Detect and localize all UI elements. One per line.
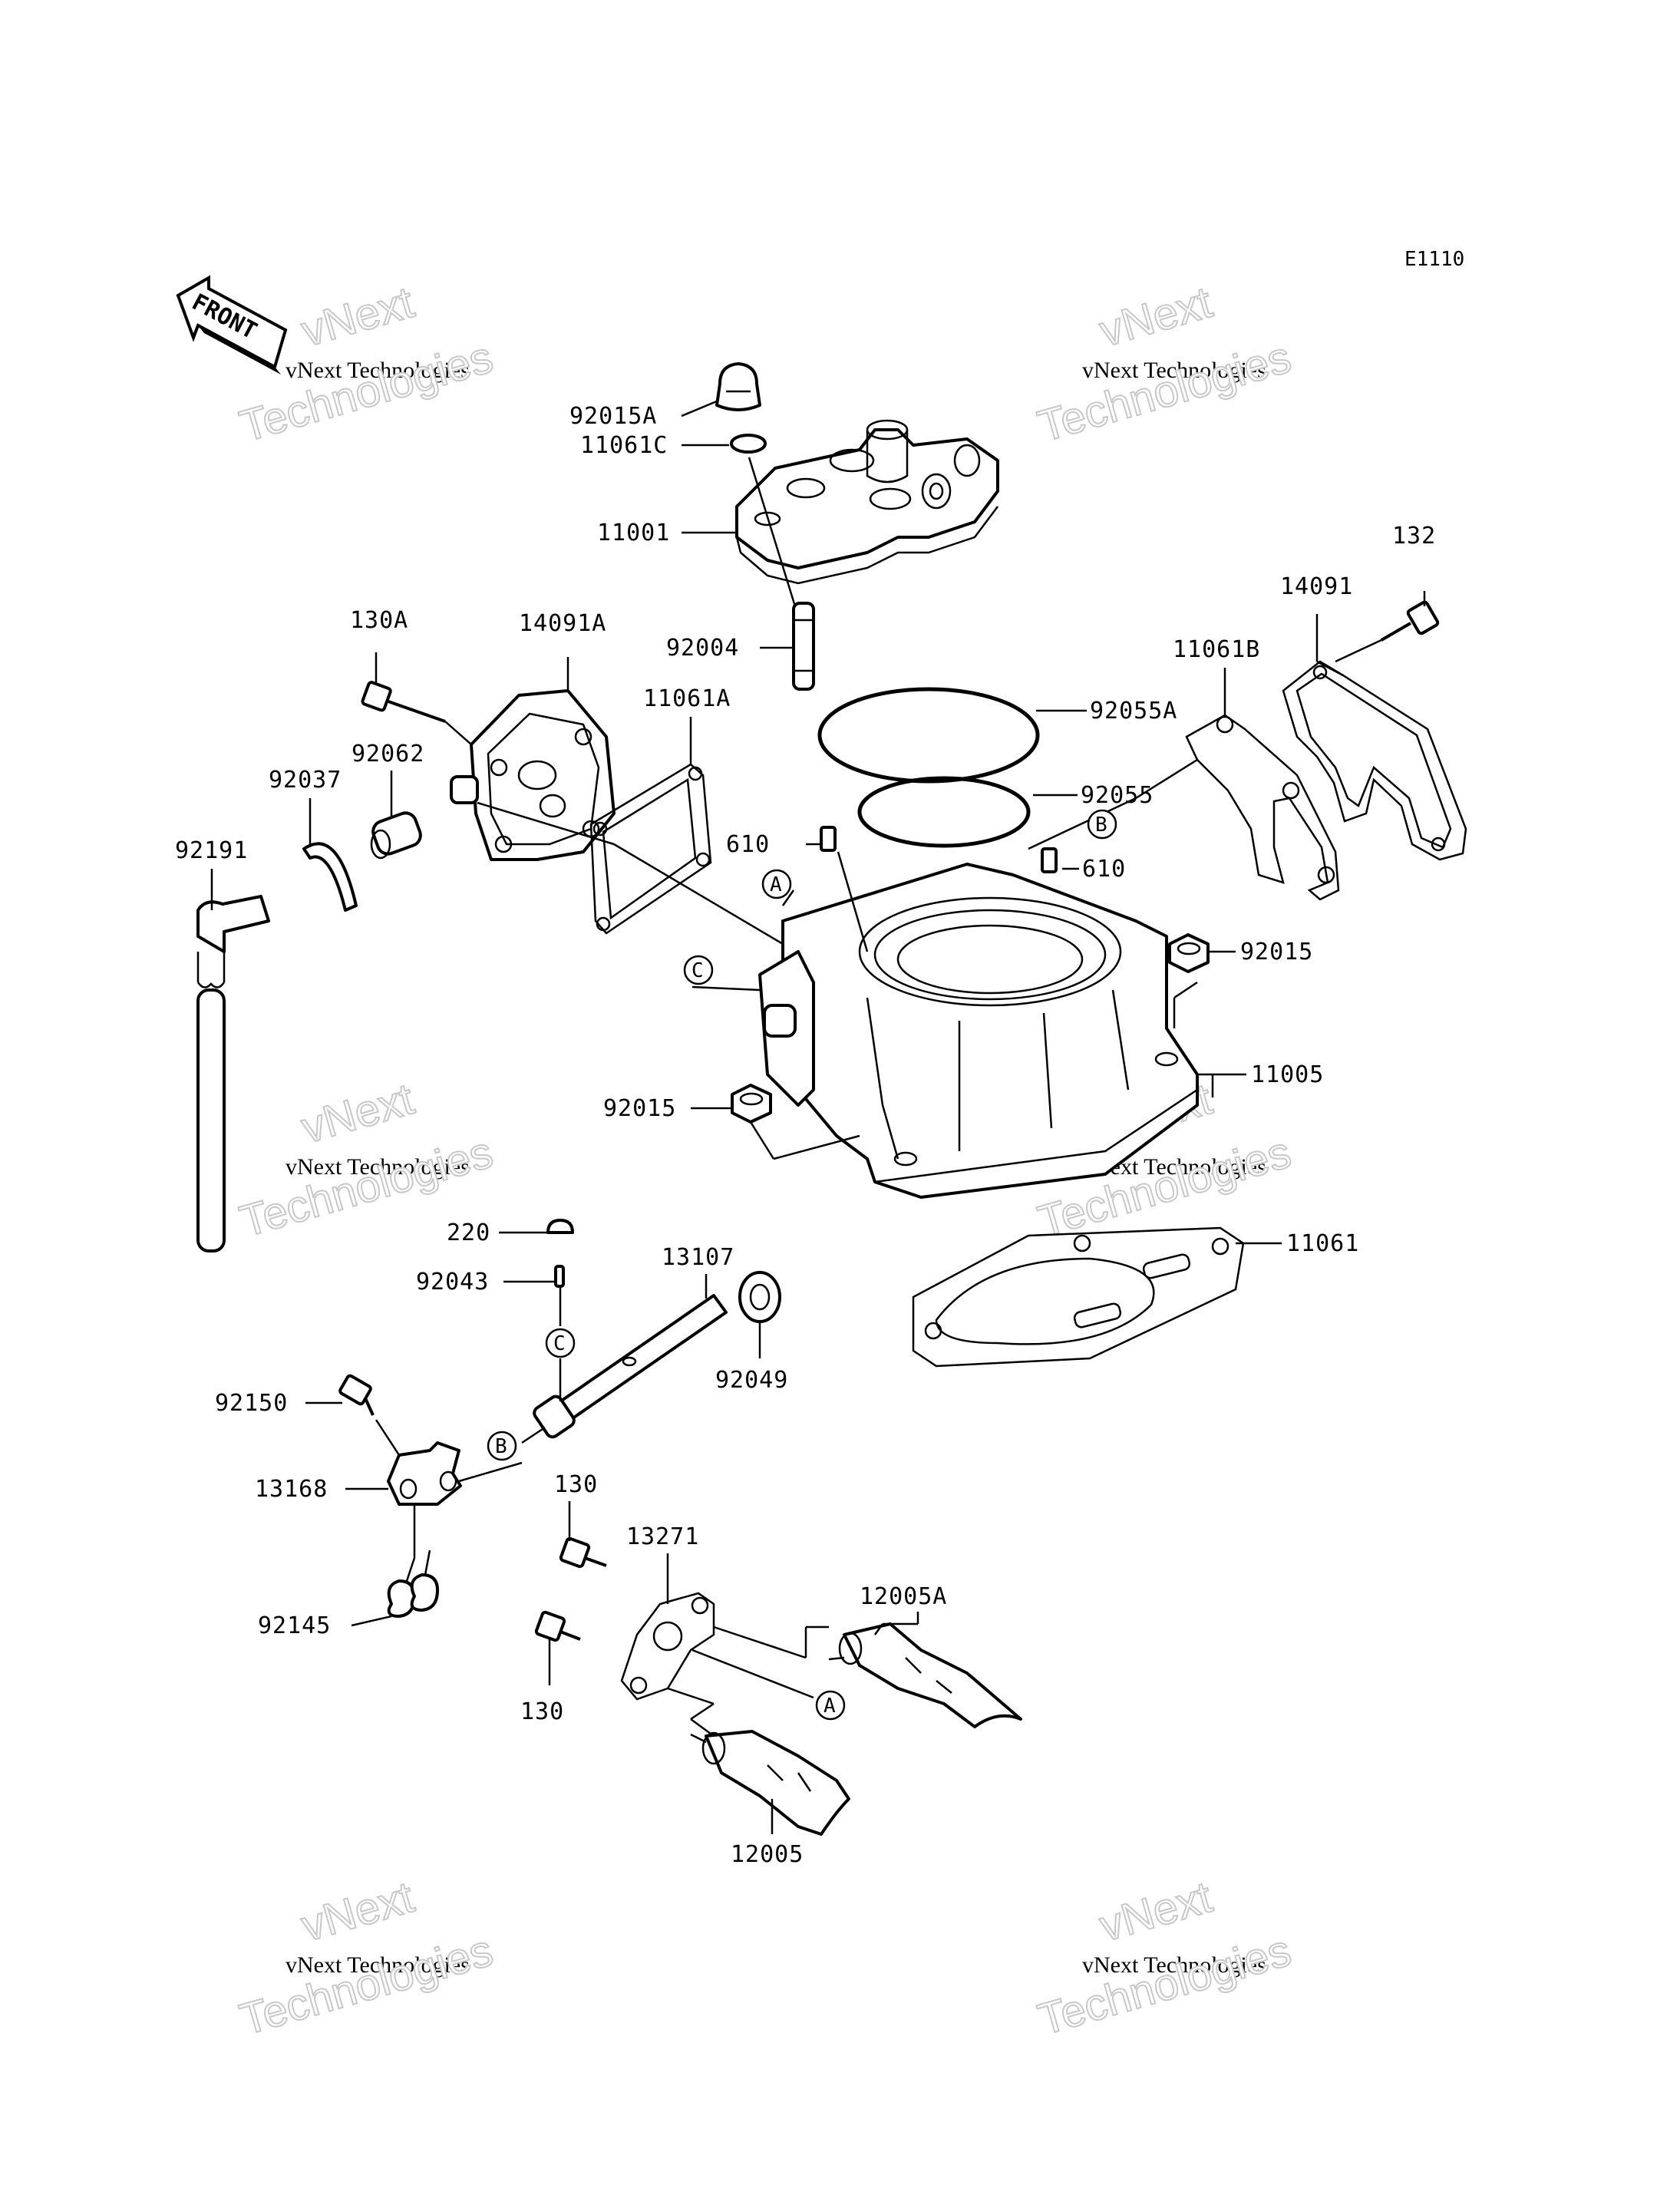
o-ring-92055A xyxy=(817,687,1040,784)
svg-text:B: B xyxy=(1095,814,1107,837)
leader-lines xyxy=(210,399,1426,1834)
svg-text:A: A xyxy=(823,1695,836,1718)
bolt-130-lower xyxy=(534,1610,581,1642)
gasket-11061 xyxy=(912,1226,1245,1368)
cylinder-head-11001 xyxy=(735,419,999,585)
label-11061B: 11061B xyxy=(1173,636,1260,663)
ref-marker-B-lower: B xyxy=(487,1431,517,1461)
svg-text:Technologies: Technologies xyxy=(1033,1926,1296,2045)
clamp-92037 xyxy=(302,842,358,912)
label-11061: 11061 xyxy=(1286,1230,1359,1257)
stud-bolt-92004 xyxy=(792,602,815,691)
ref-marker-B-upper: B xyxy=(1087,809,1117,840)
label-130A: 130A xyxy=(350,607,408,634)
label-610-left: 610 xyxy=(726,831,770,858)
oil-seal-92049 xyxy=(738,1271,781,1323)
valve-12005A xyxy=(828,1622,1022,1728)
washer-11061C xyxy=(730,434,767,454)
spring-92145 xyxy=(387,1549,439,1618)
watermark-bottom-left: vNext vNext Technologies Technologies xyxy=(234,1871,499,2045)
part-labels: 92015A 11061C 11001 92004 92055A 92055 6… xyxy=(175,403,1436,1868)
label-92062: 92062 xyxy=(352,741,424,767)
label-12005: 12005 xyxy=(731,1841,804,1868)
label-11061C: 11061C xyxy=(580,432,668,459)
bolt-92150 xyxy=(338,1374,375,1416)
ref-marker-C-upper: C xyxy=(683,955,714,985)
svg-text:C: C xyxy=(691,959,704,982)
ref-marker-A-lower: A xyxy=(815,1690,846,1721)
label-14091: 14091 xyxy=(1280,573,1353,600)
svg-text:A: A xyxy=(770,873,782,896)
label-92150: 92150 xyxy=(215,1390,288,1417)
label-92015-right: 92015 xyxy=(1240,939,1313,965)
ref-marker-C-lower: C xyxy=(545,1328,576,1358)
label-92055A: 92055A xyxy=(1090,698,1177,724)
svg-text:C: C xyxy=(553,1332,566,1355)
label-132: 132 xyxy=(1392,523,1436,550)
watermark-bottom-right: vNext vNext Technologies Technologies xyxy=(1032,1871,1297,2045)
svg-text:vNext: vNext xyxy=(296,1074,419,1153)
label-92145: 92145 xyxy=(258,1612,331,1639)
cap-nut-92015A xyxy=(715,362,761,411)
svg-text:vNext Technologies: vNext Technologies xyxy=(286,1952,470,1978)
svg-text:Technologies: Technologies xyxy=(235,1926,498,2045)
svg-text:Technologies: Technologies xyxy=(1033,332,1296,452)
svg-text:B: B xyxy=(495,1435,507,1458)
dowel-pin-610-right xyxy=(1041,847,1058,873)
diagram-code: E1110 xyxy=(1404,248,1464,271)
label-13168: 13168 xyxy=(255,1476,328,1503)
front-arrow-icon: FRONT xyxy=(176,275,288,375)
svg-text:vNext: vNext xyxy=(296,277,419,356)
label-92004: 92004 xyxy=(666,635,739,662)
label-11005: 11005 xyxy=(1251,1061,1324,1088)
gasket-14091 xyxy=(1282,660,1467,861)
label-11061A: 11061A xyxy=(643,685,731,712)
nut-92015-left xyxy=(731,1084,772,1124)
svg-text:vNext: vNext xyxy=(1094,1872,1217,1951)
cylinder-11005 xyxy=(758,863,1199,1199)
watermark-top-right: vNext vNext Technologies Technologies xyxy=(1032,276,1297,452)
bolt-130A xyxy=(361,681,446,723)
gasket-11061B xyxy=(1185,714,1340,901)
label-92043: 92043 xyxy=(416,1269,489,1295)
bolt-130-upper xyxy=(559,1536,607,1569)
cover-14091A xyxy=(450,689,616,861)
label-92015-left: 92015 xyxy=(603,1095,676,1122)
svg-text:vNext: vNext xyxy=(1094,277,1217,356)
lever-13168 xyxy=(387,1441,462,1506)
label-92191: 92191 xyxy=(175,837,248,864)
label-610-right: 610 xyxy=(1082,856,1126,883)
label-11001: 11001 xyxy=(597,520,670,546)
label-14091A: 14091A xyxy=(519,610,606,637)
valve-12005 xyxy=(690,1730,850,1836)
label-13107: 13107 xyxy=(662,1244,734,1271)
svg-text:vNext: vNext xyxy=(296,1872,419,1951)
collar-92062 xyxy=(370,811,422,860)
label-92049: 92049 xyxy=(715,1367,788,1394)
label-130-upper: 130 xyxy=(554,1471,598,1498)
label-92055: 92055 xyxy=(1081,782,1154,809)
svg-text:vNext Technologies: vNext Technologies xyxy=(1082,358,1266,383)
ref-marker-A-upper: A xyxy=(761,869,792,899)
dowel-pin-610-left xyxy=(820,826,837,852)
svg-text:vNext Technologies: vNext Technologies xyxy=(286,1154,470,1180)
o-ring-92055 xyxy=(857,776,1031,848)
nut-92015-right xyxy=(1168,933,1210,973)
label-92015A: 92015A xyxy=(569,403,657,430)
label-13271: 13271 xyxy=(626,1523,699,1550)
label-92037: 92037 xyxy=(269,767,342,794)
label-130-lower: 130 xyxy=(520,1698,564,1725)
label-220: 220 xyxy=(447,1219,490,1246)
bracket-13271 xyxy=(620,1592,715,1701)
screw-220 xyxy=(546,1219,574,1234)
pin-92043 xyxy=(554,1265,565,1288)
hose-92191 xyxy=(196,895,270,1252)
label-12005A: 12005A xyxy=(860,1583,947,1610)
svg-text:vNext Technologies: vNext Technologies xyxy=(286,358,470,383)
svg-text:vNext Technologies: vNext Technologies xyxy=(1082,1952,1266,1978)
bolt-132 xyxy=(1380,600,1440,642)
